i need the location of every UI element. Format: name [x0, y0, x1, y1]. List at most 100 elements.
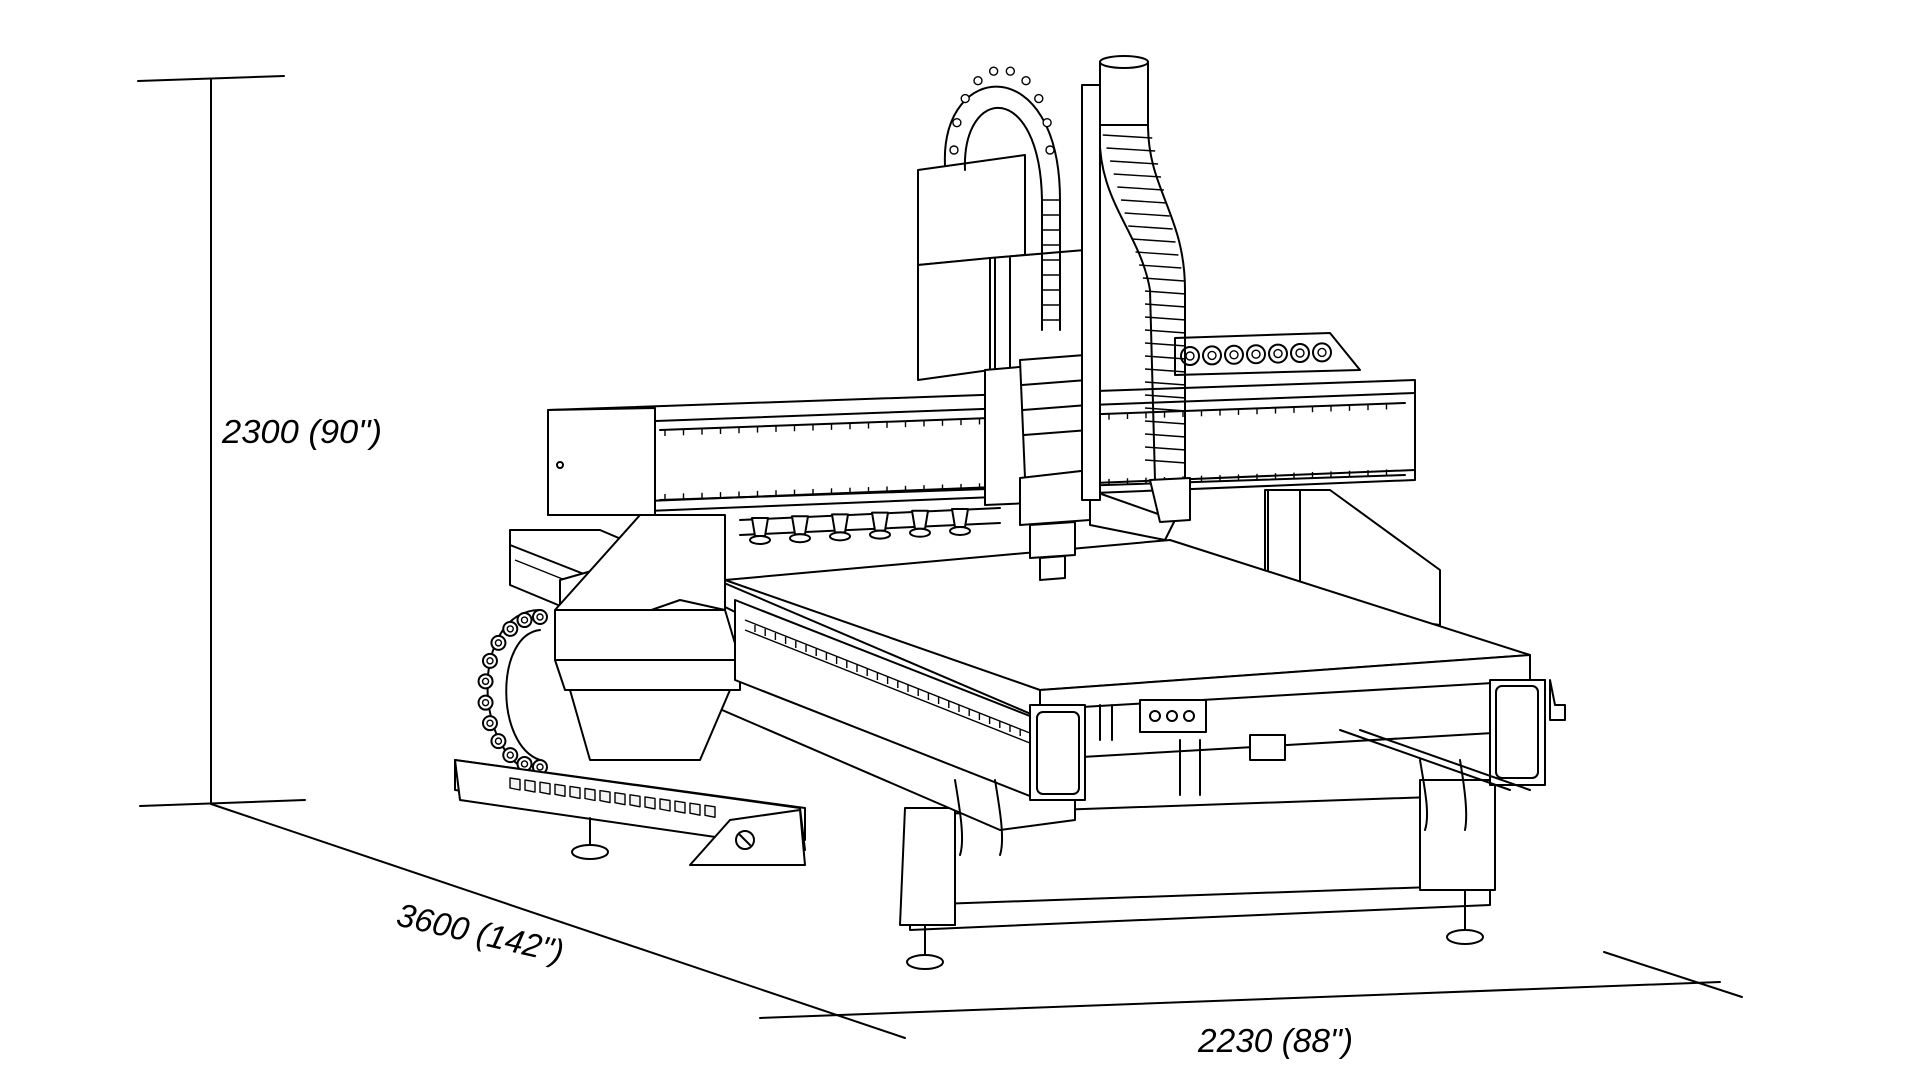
- hose-rib: [1113, 173, 1162, 178]
- overhead-chain-link: [1005, 66, 1016, 76]
- overhead-chain-link: [952, 117, 962, 128]
- tray-chain-link: [629, 794, 641, 808]
- overhead-chain-link: [949, 145, 959, 155]
- tray-chain-link: [704, 804, 716, 818]
- chain-pin: [481, 698, 490, 707]
- tray-chain-link: [614, 792, 626, 806]
- hose-rib: [1110, 160, 1159, 165]
- hose-rib: [1144, 368, 1187, 373]
- chain-pin: [506, 751, 514, 759]
- tool-holder-base: [789, 533, 811, 544]
- chain-pin: [494, 737, 503, 745]
- hose-rib: [1142, 277, 1185, 282]
- tool-holder: [791, 515, 809, 536]
- overhead-chain-link: [1021, 76, 1031, 86]
- tray-chain-link: [644, 796, 656, 810]
- hose-rib: [1144, 459, 1187, 464]
- left-gantry-carriage: [554, 514, 741, 761]
- height-dimension-label: 2300 (90"): [221, 413, 382, 450]
- depth-dimension-lines: [210, 803, 1721, 1039]
- overhead-cable-chain: [943, 66, 1061, 331]
- chain-link: [1312, 342, 1332, 363]
- chain-pin: [520, 760, 529, 768]
- chain-link: [1246, 344, 1266, 365]
- chain-pin: [536, 613, 544, 621]
- chain-link: [1224, 344, 1244, 365]
- tray-chain-link: [659, 798, 671, 812]
- chain-link: [1290, 343, 1310, 363]
- cnc-router-machine: [454, 55, 1566, 970]
- hose-rib: [1139, 264, 1182, 269]
- hose-rib: [1144, 407, 1187, 412]
- overhead-chain-link: [1045, 145, 1055, 155]
- chain-link: [490, 733, 507, 750]
- hose-rib: [1128, 225, 1173, 230]
- hose-rib: [1117, 186, 1164, 191]
- tool-changer-rack: [739, 507, 1001, 545]
- tray-chain-link: [524, 779, 536, 793]
- chain-pin: [520, 616, 529, 624]
- chain-link: [532, 609, 548, 625]
- tool-holder-base: [869, 529, 891, 540]
- tool-holder: [911, 509, 929, 530]
- chain-link: [516, 612, 533, 629]
- tray-chain-link: [674, 800, 686, 814]
- chain-pin: [536, 763, 544, 771]
- dust-extraction-hose: [1098, 55, 1191, 523]
- hose-rib: [1131, 238, 1176, 243]
- gantry-beam: [547, 332, 1416, 516]
- width-dimension-label: 2230 (88"): [1197, 1022, 1353, 1059]
- chain-pin: [1229, 350, 1239, 360]
- tool-holder-base: [749, 535, 771, 545]
- depth-dimension-label: 3600 (142"): [393, 896, 567, 970]
- tool-holder-base: [909, 527, 931, 538]
- chain-pin: [506, 625, 514, 633]
- tool-holder: [751, 517, 769, 537]
- tray-chain-link: [554, 783, 566, 797]
- tray-chain-link: [689, 802, 701, 816]
- overhead-chain-link: [988, 66, 999, 76]
- hose-rib: [1106, 147, 1156, 152]
- machine-table: [724, 539, 1566, 856]
- chain-pin: [1317, 347, 1327, 358]
- chain-pin: [486, 657, 494, 665]
- height-dimension-lines: [137, 75, 306, 807]
- chain-link: [481, 652, 498, 669]
- tool-holder: [951, 508, 969, 528]
- chain-pin: [494, 639, 503, 647]
- tool-holder: [831, 513, 849, 534]
- hose-rib: [1144, 446, 1187, 451]
- tool-holder: [871, 511, 889, 532]
- chain-pin: [1207, 350, 1217, 361]
- tool-holder-base: [949, 526, 971, 536]
- hose-rib: [1135, 251, 1179, 256]
- leveling-feet: [571, 817, 1484, 970]
- front-cable-tray: [454, 759, 806, 866]
- hose-support-post: [1081, 84, 1101, 501]
- chain-link: [1268, 343, 1288, 364]
- hose-rib: [1144, 290, 1187, 295]
- hose-rib: [1144, 303, 1187, 308]
- hose-rib: [1144, 433, 1187, 438]
- machine-base: [899, 779, 1496, 931]
- chain-link: [477, 694, 494, 711]
- overhead-chain-link: [1034, 93, 1044, 104]
- width-dimension-lines: [1603, 951, 1743, 998]
- chain-pin: [481, 677, 490, 686]
- chain-link: [1202, 345, 1222, 366]
- hose-rib: [1144, 316, 1187, 321]
- overhead-chain-link: [973, 76, 983, 86]
- tray-chain-link: [584, 787, 596, 802]
- hose-rib: [1144, 394, 1187, 399]
- tray-chain-link: [569, 785, 581, 800]
- overhead-chain-link: [1042, 117, 1052, 128]
- chain-pin: [1273, 348, 1283, 359]
- hose-rib: [1144, 381, 1187, 386]
- hose-rib: [1144, 355, 1187, 360]
- hose-rib: [1120, 199, 1167, 204]
- tray-chain-link: [509, 777, 521, 791]
- chain-link: [1180, 346, 1200, 366]
- hose-rib: [1144, 329, 1187, 334]
